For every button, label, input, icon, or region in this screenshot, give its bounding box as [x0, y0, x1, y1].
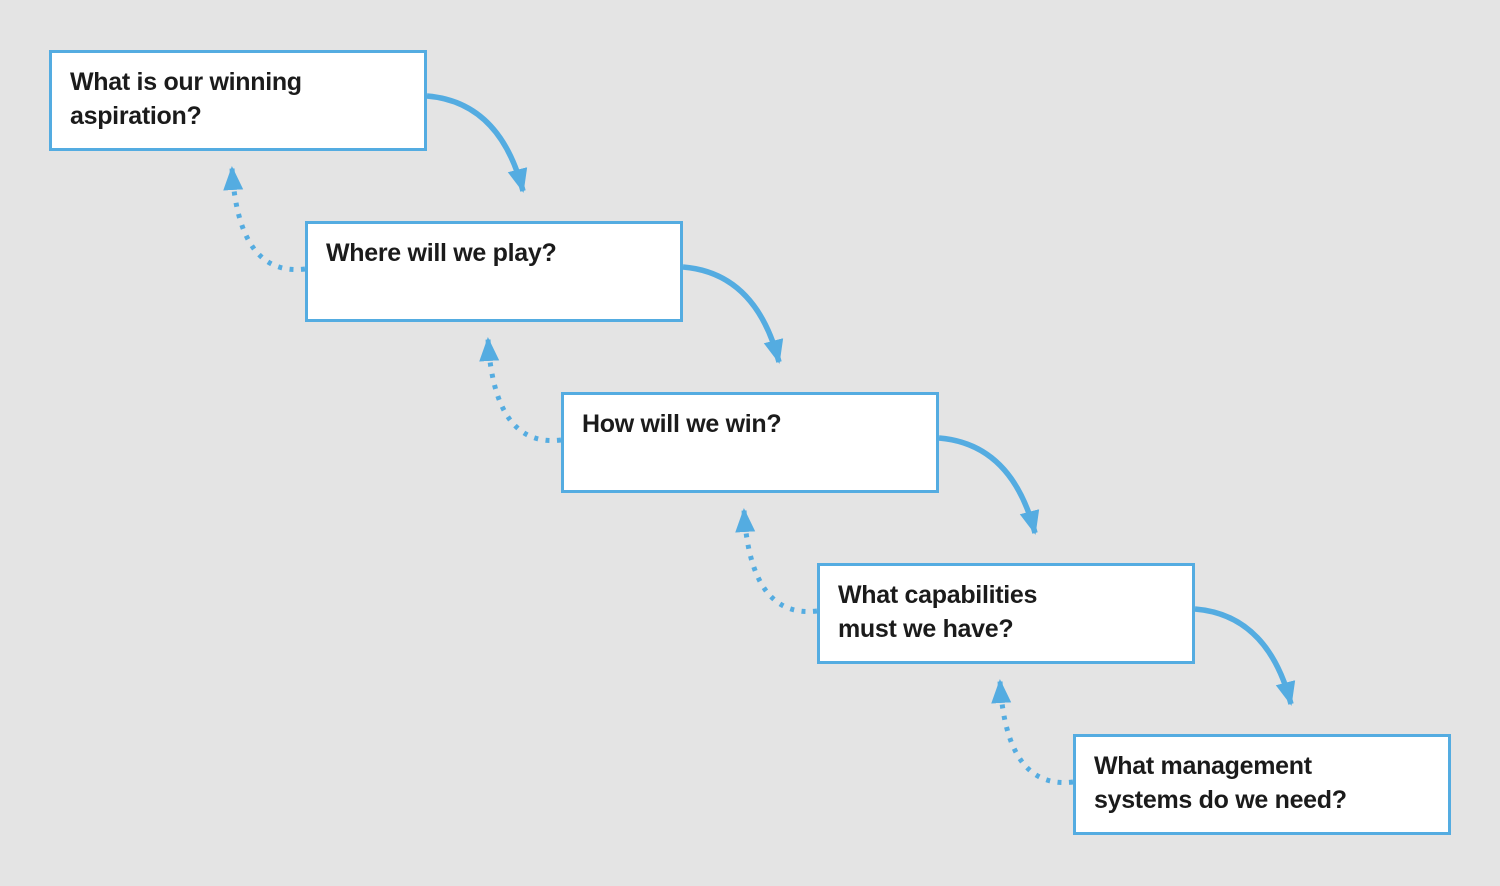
- question-label: How will we win?: [582, 410, 782, 438]
- feedback-arrow-5-to-4-icon: [991, 679, 1074, 786]
- feedback-arrow-2-to-1-icon: [223, 166, 306, 273]
- forward-arrow-2-to-3-icon: [682, 264, 784, 364]
- question-label: Where will we play?: [326, 239, 557, 267]
- question-box-management-systems: What management systems do we need?: [1073, 734, 1451, 835]
- question-box-how-to-win: How will we win?: [561, 392, 939, 493]
- question-label: What capabilities must we have?: [838, 581, 1038, 643]
- feedback-arrow-4-to-3-icon: [735, 508, 818, 615]
- question-label: What is our winning aspiration?: [70, 68, 302, 130]
- question-box-where-to-play: Where will we play?: [305, 221, 683, 322]
- forward-arrow-4-to-5-icon: [1194, 606, 1296, 706]
- question-box-winning-aspiration: What is our winning aspiration?: [49, 50, 427, 151]
- feedback-arrow-3-to-2-icon: [479, 337, 562, 444]
- question-box-capabilities: What capabilities must we have?: [817, 563, 1195, 664]
- forward-arrow-1-to-2-icon: [426, 93, 528, 193]
- forward-arrow-3-to-4-icon: [938, 435, 1040, 535]
- question-label: What management systems do we need?: [1094, 752, 1347, 814]
